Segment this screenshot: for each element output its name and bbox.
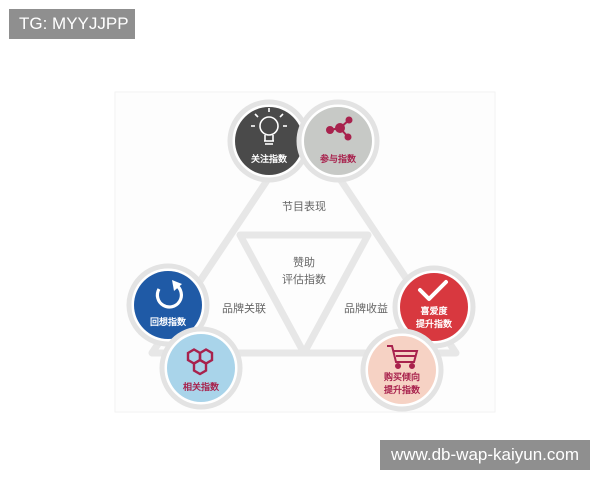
center-label-line1: 赞助	[293, 255, 315, 269]
node-purchase-label-line1: 购买倾向	[384, 371, 420, 383]
section-label-top: 节目表现	[282, 199, 326, 213]
node-recall: 回想指数	[126, 263, 210, 347]
section-label-right: 品牌收益	[344, 301, 388, 315]
node-favorability: 喜爱度 提升指数	[392, 265, 476, 349]
refresh-icon	[155, 280, 183, 309]
center-label-line2: 评估指数	[282, 272, 326, 286]
inner-triangle	[236, 231, 372, 357]
checkmark-icon	[418, 280, 448, 301]
node-purchase: 购买倾向 提升指数	[360, 328, 444, 412]
node-recall-label: 回想指数	[150, 316, 187, 328]
node-purchase-label-line2: 提升指数	[384, 384, 421, 396]
node-favorability-label-line1: 喜爱度	[420, 305, 448, 317]
shopping-cart-icon	[387, 345, 419, 369]
lightbulb-icon	[251, 108, 287, 145]
bottom-watermark-tag: www.db-wap-kaiyun.com	[380, 440, 590, 470]
node-participation-label: 参与指数	[320, 153, 357, 165]
node-attention-label: 关注指数	[251, 153, 288, 165]
section-label-left: 品牌关联	[222, 301, 266, 315]
node-relevance-label: 相关指数	[183, 381, 220, 393]
share-network-icon	[326, 116, 353, 141]
node-participation: 参与指数	[296, 99, 380, 183]
node-attention: 关注指数	[227, 99, 311, 183]
top-watermark-tag: TG: MYYJJPP	[9, 9, 135, 39]
node-relevance: 相关指数	[159, 326, 243, 410]
hexagon-cluster-icon	[186, 348, 214, 376]
node-favorability-label-line2: 提升指数	[416, 318, 453, 330]
